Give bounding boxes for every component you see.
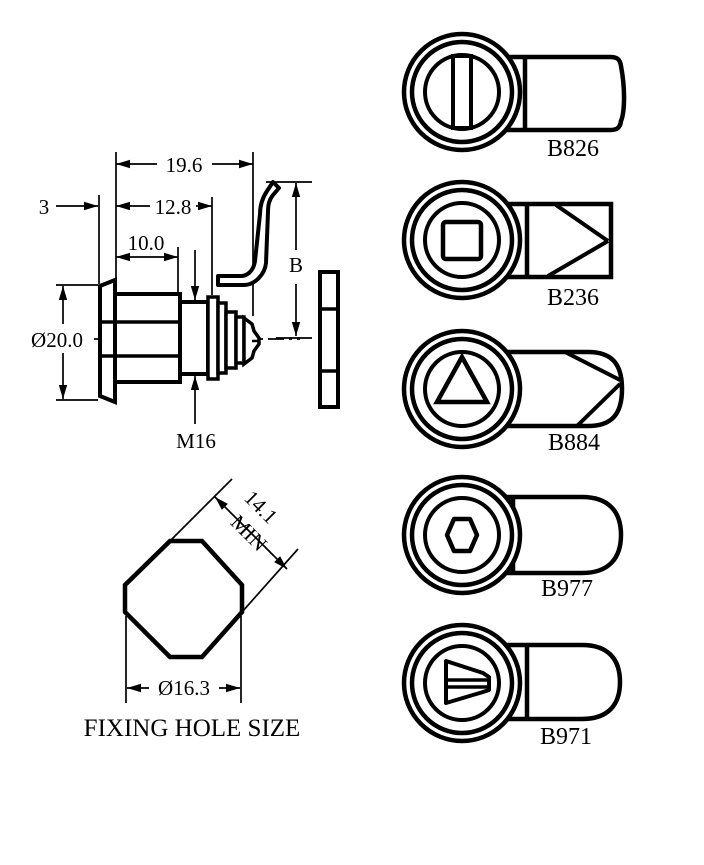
cam-plate xyxy=(318,270,340,409)
core-face-circle xyxy=(423,350,501,428)
bezel-inner-circle xyxy=(409,630,515,736)
body-chevron-bottom xyxy=(546,239,610,278)
dim-thread-length-text: 10.0 xyxy=(128,231,165,255)
head-b977: B977 xyxy=(401,474,624,602)
head-label: B971 xyxy=(540,724,592,750)
dim-body-length-text: 12.8 xyxy=(155,195,192,219)
thread-section xyxy=(178,300,210,376)
core-face-circle xyxy=(423,201,501,279)
lock-body xyxy=(98,180,281,405)
fixing-hole-outline xyxy=(122,538,245,660)
bezel-inner-circle xyxy=(409,482,515,588)
core-face-circle xyxy=(423,496,501,574)
fixing-hole-view: 14.1 MIN Ø16.3 FIXING HOLE SIZE xyxy=(84,478,301,742)
dim-cam-height-text: B xyxy=(289,253,303,277)
body-chevron-top xyxy=(564,350,621,382)
thread-size-text: M16 xyxy=(176,429,216,453)
slot-recess-icon xyxy=(451,54,473,130)
fixing-hole-caption: FIXING HOLE SIZE xyxy=(84,715,301,742)
lock-side-view: 19.6 12.8 3 10.0 Ø20.0 B M16 xyxy=(31,152,340,453)
hole-diameter-text: Ø16.3 xyxy=(158,676,210,700)
square-recess-icon xyxy=(440,219,484,262)
core-face-circle xyxy=(423,644,501,722)
bezel-inner-circle xyxy=(409,336,515,442)
head-variants: B826 B236 B884 xyxy=(401,31,627,750)
head-body xyxy=(494,349,625,429)
flange-head xyxy=(98,277,117,405)
triangle-recess-icon xyxy=(433,352,491,405)
head-b236: B236 xyxy=(401,179,614,311)
body-chevron-top xyxy=(554,203,610,243)
cam-arm xyxy=(216,180,281,287)
dim-total-length-text: 19.6 xyxy=(166,153,203,177)
fixing-nut xyxy=(242,314,261,368)
head-label: B977 xyxy=(541,576,593,602)
fixing-hole-dimensions xyxy=(125,478,299,703)
body-chevron-bottom xyxy=(575,382,622,428)
hexagon-recess-icon xyxy=(444,516,480,554)
head-b826: B826 xyxy=(401,31,627,162)
bezel-inner-circle xyxy=(409,187,515,293)
wing-key-recess-icon xyxy=(444,659,491,705)
dim-head-diameter-text: Ø20.0 xyxy=(31,328,83,352)
head-b971: B971 xyxy=(401,622,623,750)
cam-side-profile xyxy=(318,270,340,409)
dimension-lines xyxy=(56,159,301,424)
head-label: B236 xyxy=(547,285,599,311)
head-label: B884 xyxy=(548,430,600,456)
head-label: B826 xyxy=(547,136,599,162)
dim-head-thickness-text: 3 xyxy=(39,195,50,219)
threaded-barrel xyxy=(113,292,182,384)
head-b884: B884 xyxy=(401,328,625,456)
bezel-inner-circle xyxy=(409,39,515,145)
head-body xyxy=(494,54,627,133)
head-body xyxy=(494,494,624,576)
